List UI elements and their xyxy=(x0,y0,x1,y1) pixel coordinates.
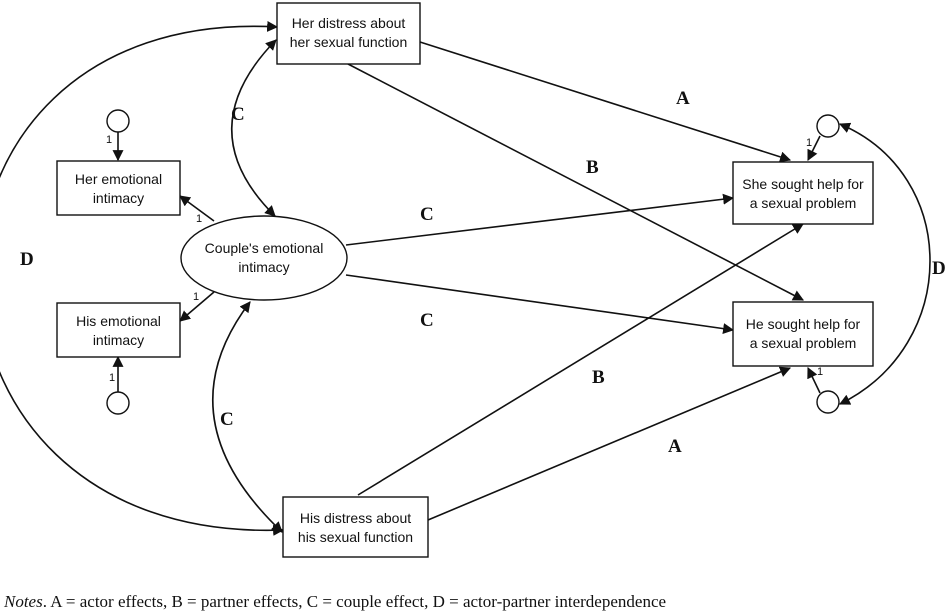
label-d-left: D xyxy=(20,249,34,270)
path-b-his-to-she xyxy=(357,223,804,496)
his-emotional-box xyxy=(56,302,181,358)
label-c-to-he: C xyxy=(420,310,434,331)
path-c-lower-covariance xyxy=(211,301,283,533)
svg-text:His emotional: His emotional xyxy=(76,313,161,329)
path-c-couple-to-he xyxy=(345,274,735,335)
label-d-right: D xyxy=(932,258,946,279)
his-emotional-error-circle xyxy=(106,391,130,415)
loading-his-error: 1 xyxy=(109,372,115,384)
his-emotional-label: His emotional intimacy xyxy=(76,313,161,348)
path-c-upper-covariance xyxy=(231,39,277,217)
label-b-bottom: B xyxy=(592,367,605,388)
label-c-to-she: C xyxy=(420,204,434,225)
notes-prefix: Notes xyxy=(4,592,43,611)
loading-he-error: 1 xyxy=(817,366,823,378)
loading-her-error: 1 xyxy=(106,134,112,146)
svg-text:Her distress about: Her distress about xyxy=(292,15,406,31)
svg-text:His distress about: His distress about xyxy=(300,510,411,526)
svg-text:a sexual problem: a sexual problem xyxy=(750,195,857,211)
her-distress-box xyxy=(276,2,421,65)
she-sought-label: She sought help for a sexual problem xyxy=(742,176,864,211)
her-emotional-label: Her emotional intimacy xyxy=(75,171,162,206)
svg-text:She sought help for: She sought help for xyxy=(742,176,864,192)
label-a-top: A xyxy=(676,88,690,109)
svg-text:a sexual problem: a sexual problem xyxy=(750,335,857,351)
her-emotional-error-circle xyxy=(106,109,130,133)
svg-text:intimacy: intimacy xyxy=(238,259,289,275)
path-b-her-to-he xyxy=(347,63,804,301)
path-couple-to-her-emotional xyxy=(179,195,215,222)
couple-intimacy-ellipse xyxy=(180,215,348,301)
notes-caption: Notes. A = actor effects, B = partner ef… xyxy=(4,592,666,612)
path-d-right-covariance xyxy=(838,122,931,405)
svg-text:Couple's emotional: Couple's emotional xyxy=(205,240,324,256)
svg-text:He sought help for: He sought help for xyxy=(746,316,861,332)
path-c-couple-to-she xyxy=(345,193,735,246)
she-sought-box xyxy=(732,161,874,225)
path-a-her-to-she xyxy=(419,41,792,163)
he-sought-label: He sought help for a sexual problem xyxy=(746,316,861,351)
his-distress-label: His distress about his sexual function xyxy=(298,510,413,545)
svg-text:intimacy: intimacy xyxy=(93,332,144,348)
path-d-left-covariance xyxy=(0,20,285,536)
label-c-lower-curve: C xyxy=(220,409,234,430)
her-distress-label: Her distress about her sexual function xyxy=(290,15,408,50)
loading-she-error: 1 xyxy=(806,137,812,149)
label-a-bottom: A xyxy=(668,436,682,457)
notes-text: . A = actor effects, B = partner effects… xyxy=(42,592,667,611)
loading-her-factor: 1 xyxy=(196,213,202,225)
couple-intimacy-label: Couple's emotional intimacy xyxy=(205,240,324,275)
path-a-his-to-he xyxy=(427,366,792,521)
label-b-top: B xyxy=(586,157,599,178)
svg-text:her sexual function: her sexual function xyxy=(290,34,408,50)
she-sought-error-circle xyxy=(816,114,840,138)
he-sought-error-circle xyxy=(816,390,840,414)
label-c-upper-curve: C xyxy=(231,104,245,125)
his-distress-box xyxy=(282,496,429,558)
svg-text:his sexual function: his sexual function xyxy=(298,529,413,545)
path-couple-to-his-emotional xyxy=(179,291,215,322)
svg-text:intimacy: intimacy xyxy=(93,190,144,206)
he-sought-box xyxy=(732,301,874,367)
svg-text:Her emotional: Her emotional xyxy=(75,171,162,187)
her-emotional-box xyxy=(56,160,181,216)
path-error-to-she-sought xyxy=(807,135,821,161)
loading-his-factor: 1 xyxy=(193,291,199,303)
path-error-to-he-sought xyxy=(807,367,821,394)
